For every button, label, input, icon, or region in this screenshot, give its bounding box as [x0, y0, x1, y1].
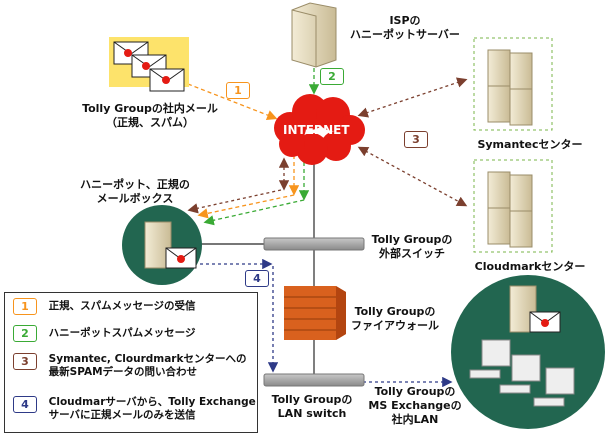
badge-flow-4: 4 — [245, 270, 269, 287]
isp-label-line2: ハニーポットサーバー — [350, 28, 460, 41]
legend-item-4: 4 Cloudmarサーバから、Tolly Exchange サーバに正規メール… — [13, 396, 256, 422]
internal-mail-icon — [109, 37, 189, 92]
legend-item-2: 2 ハニーポットスパムメッセージ — [13, 325, 195, 342]
internal-mail-label-line1: Tolly Groupの社内メール — [82, 102, 218, 115]
ms-exchange-label-line3: 社内LAN — [391, 413, 439, 426]
cloudmark-label: Cloudmarkセンター — [474, 260, 586, 273]
badge-flow-3: 3 — [404, 131, 428, 148]
symantec-servers-icon — [473, 37, 553, 131]
lan-switch-label-line1: Tolly Groupの — [271, 393, 353, 406]
legend-item-3: 3 Symantec, Clourdmarkセンターへの 最新SPAMデータの問… — [13, 353, 246, 379]
legend-text-4-line1: Cloudmarサーバから、Tolly Exchange — [48, 396, 256, 408]
lan-switch-label: Tolly Groupの LAN switch — [262, 393, 362, 421]
ms-exchange-label-line1: Tolly Groupの — [374, 385, 456, 398]
external-switch-icon — [263, 237, 365, 251]
honeypot-mailbox-label-line2: メールボックス — [96, 192, 174, 205]
legend-text-1: 正規、スパムメッセージの受信 — [48, 300, 196, 312]
honeypot-mailbox-label: ハニーポット、正規の メールボックス — [70, 178, 200, 206]
isp-label-line1: ISPの — [389, 14, 421, 27]
internal-mail-label: Tolly Groupの社内メール （正規、スパム） — [70, 102, 230, 130]
legend-badge-3: 3 — [13, 353, 37, 370]
flow1-arrow-mailbox — [197, 194, 295, 219]
external-switch-label: Tolly Groupの 外部スイッチ — [362, 233, 462, 261]
legend-text-3-line2: 最新SPAMデータの問い合わせ — [48, 366, 198, 378]
firewall-label-line2: ファイアウォール — [351, 319, 439, 332]
legend-text-3: Symantec, Clourdmarkセンターへの 最新SPAMデータの問い合… — [49, 353, 247, 379]
internet-label: INTERNET — [283, 123, 350, 137]
lan-switch-icon — [263, 373, 365, 387]
legend-text-2: ハニーポットスパムメッセージ — [48, 327, 196, 339]
legend-badge-2: 2 — [13, 325, 37, 342]
legend: 1 正規、スパムメッセージの受信 2 ハニーポットスパムメッセージ 3 Syma… — [4, 292, 258, 433]
flow3-arrow-symantec — [357, 77, 468, 118]
ms-exchange-lan-icon — [451, 275, 605, 429]
badge-flow-2: 2 — [320, 68, 344, 85]
legend-text-4: Cloudmarサーバから、Tolly Exchange サーバに正規メールのみ… — [49, 396, 256, 422]
ms-exchange-label: Tolly Groupの MS Exchangeの 社内LAN — [360, 385, 470, 427]
firewall-label: Tolly Groupの ファイアウォール — [345, 305, 445, 333]
legend-badge-1: 1 — [13, 298, 37, 315]
isp-label: ISPの ハニーポットサーバー — [345, 14, 465, 42]
honeypot-mailbox-label-line1: ハニーポット、正規の — [80, 178, 190, 191]
legend-badge-4: 4 — [13, 396, 37, 413]
internet-cloud — [274, 94, 365, 165]
firewall-label-line1: Tolly Groupの — [354, 305, 436, 318]
external-switch-label-line2: 外部スイッチ — [379, 247, 445, 260]
badge-flow-1: 1 — [226, 82, 250, 99]
flow1-arrow-in — [187, 83, 278, 121]
ms-exchange-label-line2: MS Exchangeの — [368, 399, 462, 412]
symantec-label: Symantecセンター — [477, 138, 583, 151]
legend-item-1: 1 正規、スパムメッセージの受信 — [13, 298, 195, 315]
firewall-icon — [284, 286, 346, 340]
lan-switch-label-line2: LAN switch — [277, 407, 347, 420]
legend-text-3-line1: Symantec, Clourdmarkセンターへの — [48, 353, 247, 365]
flow3-arrow-cloudmark — [357, 146, 468, 207]
honeypot-mailbox-icon — [122, 205, 202, 285]
internal-mail-label-line2: （正規、スパム） — [106, 116, 194, 129]
isp-server-icon — [291, 2, 337, 68]
cloudmark-servers-icon — [473, 159, 553, 253]
external-switch-label-line1: Tolly Groupの — [371, 233, 453, 246]
flow2-arrow-mailbox — [203, 199, 305, 226]
legend-text-4-line2: サーバに正規メールのみを送信 — [48, 409, 196, 421]
